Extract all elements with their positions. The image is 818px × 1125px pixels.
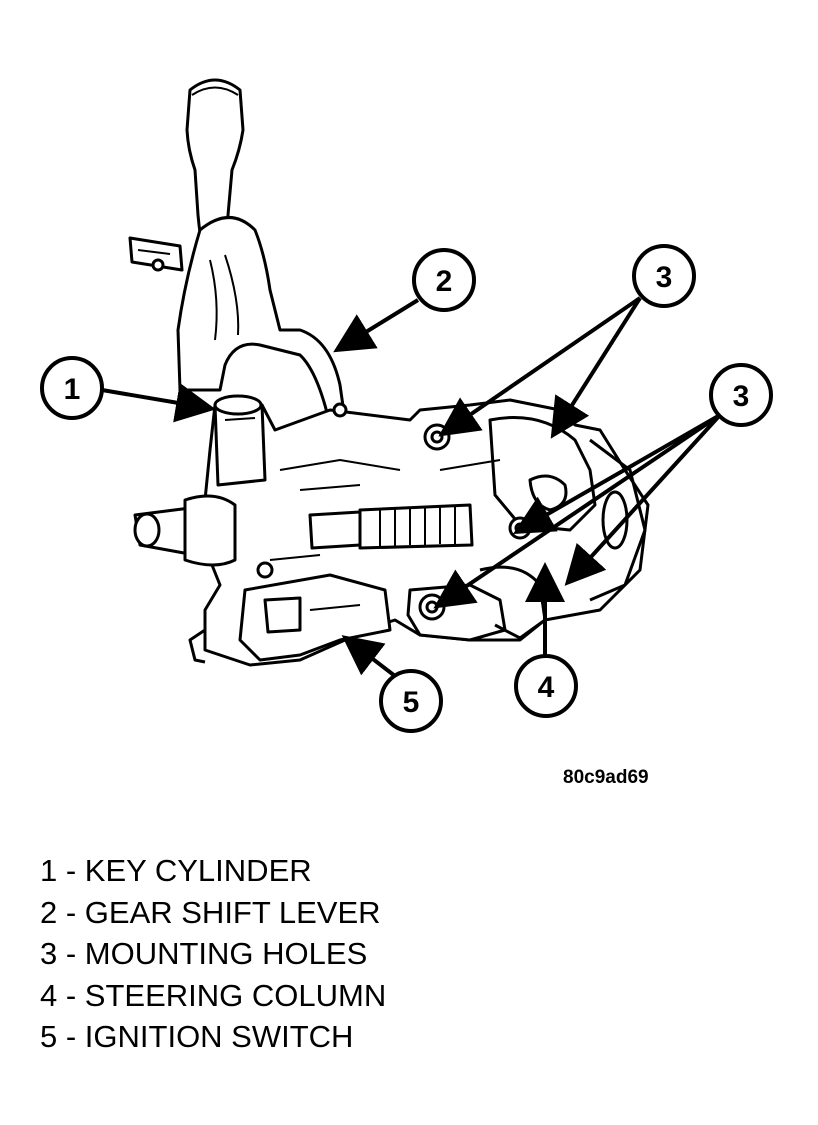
leader-line-2 [333, 298, 420, 353]
callout-3-upper: 3 [632, 244, 696, 308]
callout-1: 1 [40, 356, 104, 420]
legend-item: 1 - KEY CYLINDER [40, 853, 312, 888]
callout-4-label: 4 [538, 671, 555, 704]
callout-1-label: 1 [64, 373, 81, 406]
callout-4: 4 [514, 654, 578, 718]
callout-5-label: 5 [403, 686, 420, 719]
callout-3-upper-label: 3 [656, 261, 673, 294]
leader-line-3a [438, 296, 642, 437]
legend-item: 2 - GEAR SHIFT LEVER [40, 894, 381, 930]
legend-item: 3 - MOUNTING HOLES [40, 936, 368, 971]
callout-2: 2 [412, 248, 476, 312]
steering-column-diagram: 1 2 3 3 4 5 [40, 78, 773, 733]
callout-2-label: 2 [436, 265, 453, 298]
callout-3-lower-label: 3 [733, 380, 750, 413]
leader-line-3d [513, 413, 721, 534]
callout-5: 5 [379, 669, 443, 733]
leader-line-1 [101, 382, 216, 423]
legend-item: 4 - STEERING COLUMN [40, 977, 387, 1013]
legend-item: 5 - IGNITION SWITCH [40, 1019, 354, 1054]
leader-lines [101, 296, 722, 678]
gear-shift-lever-illustration [128, 78, 347, 427]
figure-id: 80c9ad69 [563, 767, 649, 788]
leader-line-3c [433, 413, 722, 609]
leader-line-3e [564, 413, 722, 586]
leader-line-3b [550, 296, 642, 439]
steering-column-illustration [133, 394, 650, 667]
leader-line-5 [341, 635, 397, 678]
callout-3-lower: 3 [709, 363, 773, 427]
legend: 1 - KEY CYLINDER 2 - GEAR SHIFT LEVER 3 … [40, 850, 386, 1058]
